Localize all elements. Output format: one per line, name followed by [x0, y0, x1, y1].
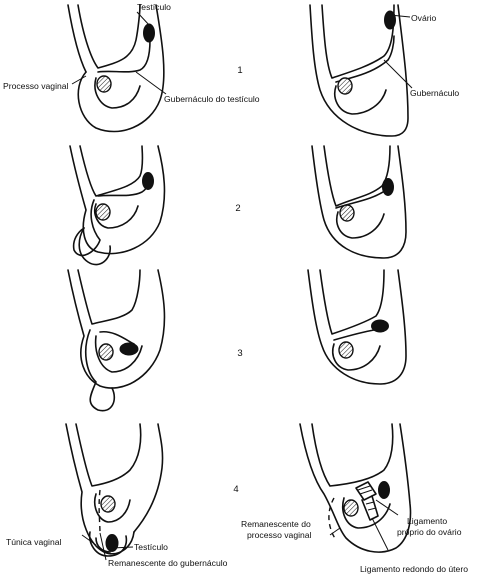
- label-tunica-vaginal: Túnica vaginal: [6, 537, 62, 547]
- label-remanescente-processo-line1: Remanescente do: [241, 519, 311, 529]
- label-testiculo-stage4: Testículo: [134, 542, 168, 552]
- ovary-organ: [378, 481, 390, 499]
- label-gubernaculo: Gubernáculo: [410, 88, 459, 98]
- hatched-structure: [343, 499, 359, 517]
- label-ligamento-redondo: Ligamento redondo do útero: [360, 564, 468, 574]
- hatched-structure: [96, 75, 112, 93]
- ovary-organ: [384, 10, 396, 30]
- label-ovario: Ovário: [411, 13, 437, 23]
- testis-organ: [119, 342, 139, 356]
- male-stage-2-drawing: [69, 145, 166, 266]
- testis-organ: [142, 172, 154, 190]
- ovary-organ: [371, 319, 389, 333]
- female-stage-4-drawing: [299, 423, 412, 553]
- label-ligamento-proprio-line1: Ligamento: [407, 516, 447, 526]
- stage-number-2: 2: [235, 203, 240, 214]
- label-remanescente-gubernaculo: Remanescente do gubernáculo: [108, 558, 228, 568]
- leader-lines: [71, 11, 413, 561]
- male-stage-1-drawing: [67, 4, 165, 133]
- stage-number-1: 1: [237, 65, 242, 76]
- ovary-organ: [382, 178, 394, 196]
- male-stage-4-drawing: [65, 423, 164, 557]
- testis-organ: [105, 534, 119, 552]
- hatched-structure: [100, 495, 116, 513]
- label-ligamento-proprio-line2: próprio do ovário: [397, 527, 462, 537]
- label-testiculo-stage1: Testículo: [137, 2, 171, 12]
- hatched-structure: [339, 204, 355, 222]
- female-stage-2-drawing: [311, 145, 407, 259]
- label-processo-vaginal: Processo vaginal: [3, 81, 69, 91]
- female-stage-1-drawing: [309, 4, 409, 137]
- hatched-structure: [337, 77, 353, 95]
- stage-number-4: 4: [233, 484, 238, 495]
- label-remanescente-processo-line2: processo vaginal: [247, 530, 312, 540]
- male-stage-3-drawing: [67, 269, 166, 412]
- hatched-structure: [98, 343, 114, 361]
- hatched-structure: [95, 203, 111, 221]
- hatched-structure: [338, 341, 354, 359]
- female-stage-3-drawing: [307, 269, 407, 385]
- label-gubernaculo-do-testiculo: Gubernáculo do testículo: [164, 94, 260, 104]
- testis-organ: [143, 23, 155, 43]
- stage-number-3: 3: [237, 348, 242, 359]
